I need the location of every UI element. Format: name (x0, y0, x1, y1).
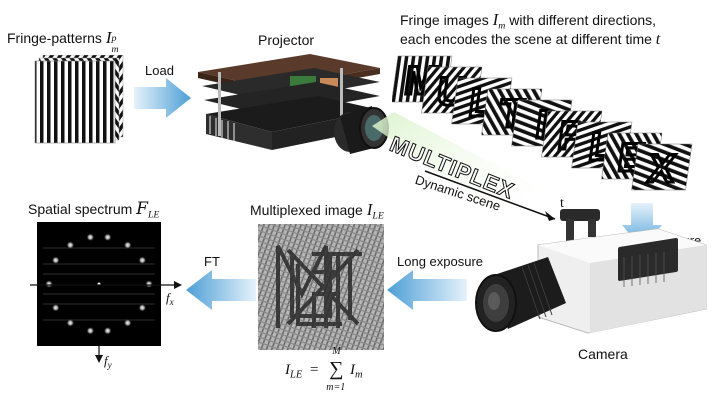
spectrum-peak (103, 326, 112, 335)
spectrum-peak (66, 241, 75, 250)
spectrum-peak (86, 326, 95, 335)
spatial-spectrum-title: Spatial spectrum FLE (28, 199, 160, 221)
high-speed-camera-icon (475, 209, 707, 334)
fringe-images-title: Fringe images Im with different directio… (400, 10, 657, 32)
fx-axis-label: fx (166, 290, 174, 308)
spectrum-peak (138, 256, 147, 265)
spectrum-peak (66, 318, 75, 327)
equation: ILE = M ∑ m=1 Im (285, 346, 363, 393)
spectrum-peak (123, 241, 132, 250)
spectrum-peak (51, 303, 60, 312)
capture-arrow (622, 203, 662, 249)
projector-label: Projector (258, 32, 315, 48)
fringe-image-frame: X (631, 143, 693, 192)
fringe-pattern-stack (34, 55, 124, 144)
time-axis-label: t (560, 196, 564, 211)
spectrum-peak (123, 318, 132, 327)
load-arrow (134, 78, 191, 118)
fringe-images-subtitle: each encodes the scene at different time… (400, 31, 661, 48)
spectrum-peak (45, 280, 53, 288)
ft-label: FT (204, 254, 220, 269)
projection-beam (372, 112, 547, 217)
load-label: Load (145, 63, 174, 78)
spectrum-peak (103, 233, 112, 242)
fy-axis-label: fy (104, 353, 112, 371)
long-exposure-label: Long exposure (397, 254, 484, 269)
spatial-spectrum-image (30, 222, 182, 363)
dynamic-scene: MULTIPLEX (386, 131, 556, 221)
spectrum-peak (86, 233, 95, 242)
ft-arrow (186, 270, 256, 310)
long-exposure-arrow (387, 270, 467, 310)
spectrum-peak (145, 280, 153, 288)
multiplexed-image (258, 224, 384, 350)
camera-label: Camera (578, 346, 628, 362)
multiplexed-image-title: Multiplexed image ILE (250, 200, 384, 222)
projector-device-icon (198, 54, 389, 154)
spectrum-peak (138, 303, 147, 312)
spectrum-peak (51, 256, 60, 265)
